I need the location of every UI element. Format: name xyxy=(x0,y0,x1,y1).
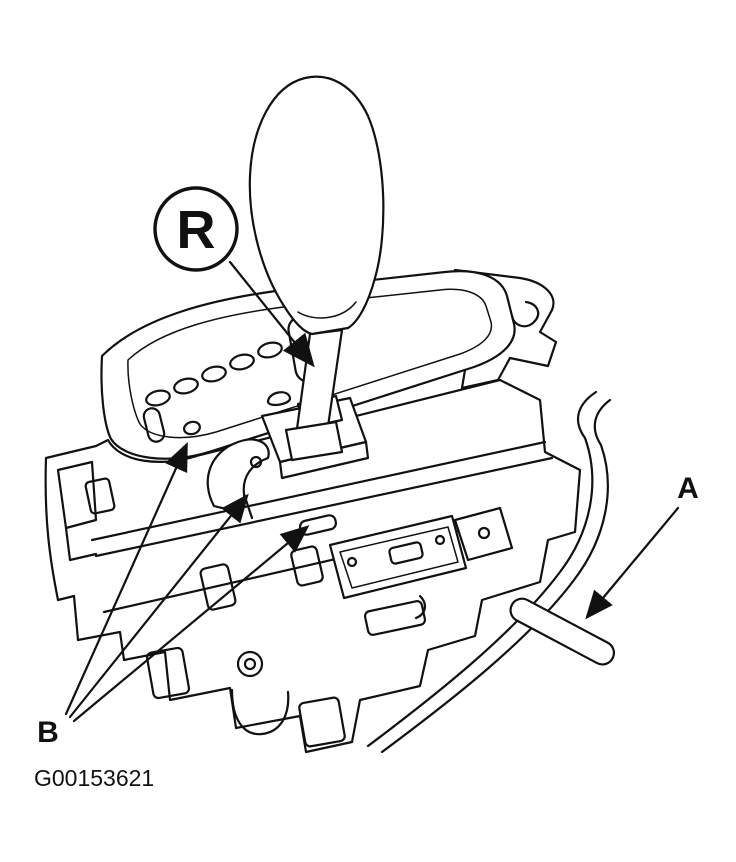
callout-r-label: R xyxy=(177,200,216,260)
callout-a-label: A xyxy=(677,472,699,505)
pivot-dome xyxy=(266,391,292,407)
lever-boot xyxy=(284,420,344,462)
gate-oval xyxy=(173,377,199,395)
b-arrow-2 xyxy=(68,493,249,719)
figure-code: G00153621 xyxy=(34,765,154,791)
detent-hole xyxy=(183,420,201,436)
callout-r-group: R xyxy=(153,186,315,368)
gate-oval xyxy=(229,353,255,371)
gate-oval xyxy=(145,389,171,407)
gate-oval xyxy=(257,341,283,359)
control-cables xyxy=(366,390,612,754)
r-arrow xyxy=(228,260,315,368)
shift-lever xyxy=(248,75,385,462)
callout-b-label: B xyxy=(37,716,59,749)
lock-pin xyxy=(509,597,616,666)
r-badge-circle xyxy=(153,186,239,272)
b-arrow-3 xyxy=(72,525,310,723)
callout-b-group: B xyxy=(37,441,310,749)
b-arrow-1 xyxy=(64,441,188,716)
a-arrow xyxy=(585,506,680,620)
gate-slot-vertical xyxy=(142,407,166,443)
gate-oval xyxy=(201,365,227,383)
callout-a-group: A xyxy=(585,472,699,620)
